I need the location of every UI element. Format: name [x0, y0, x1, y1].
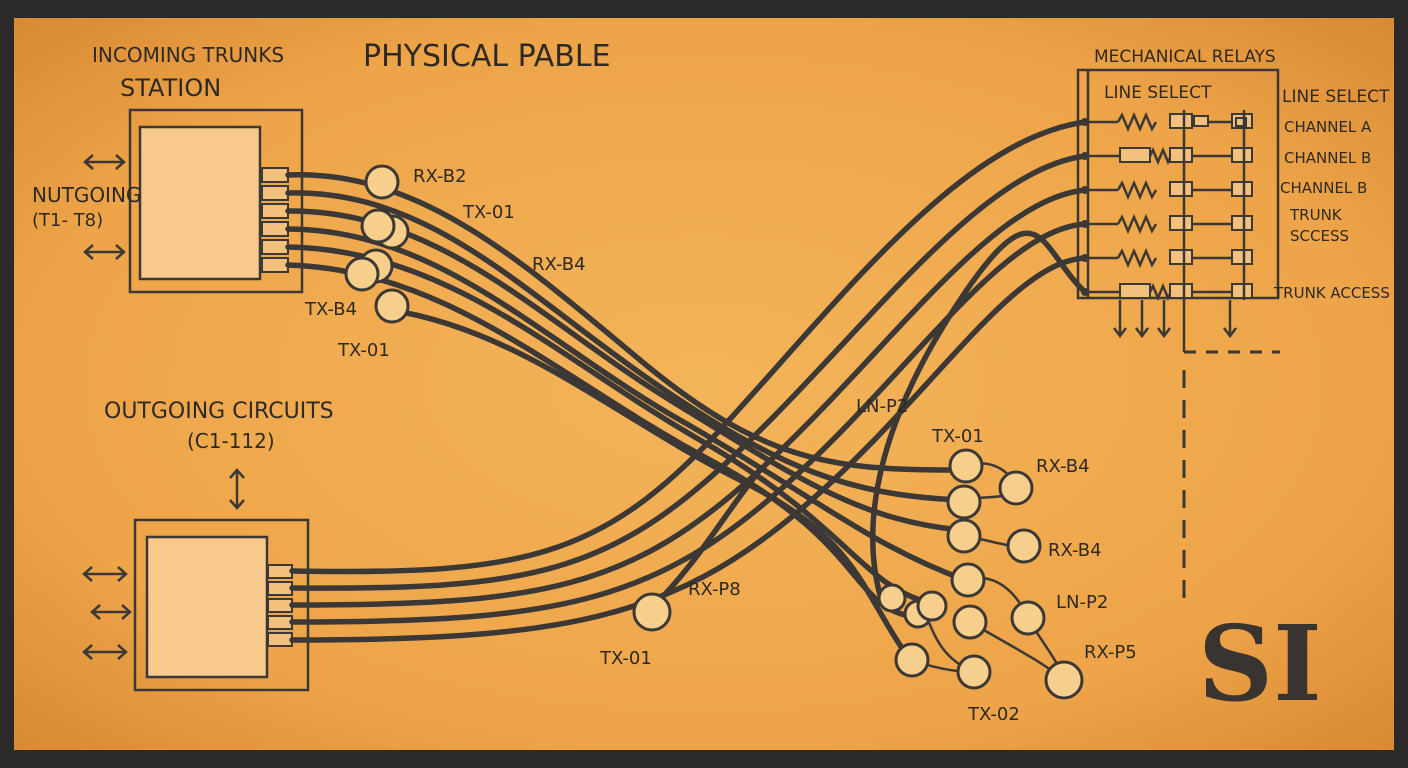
node	[946, 518, 982, 554]
node	[946, 484, 982, 520]
si-logo: SI	[1198, 602, 1322, 725]
wire-label: RX-P8	[688, 579, 741, 600]
node	[956, 654, 992, 690]
mechanical-relays: MECHANICAL RELAYS LINE SELECT	[1076, 47, 1390, 600]
cluster-label: RX-P5	[1084, 642, 1137, 663]
relay-label: LINE SELECT	[1282, 87, 1390, 107]
node	[894, 642, 930, 678]
node	[374, 288, 410, 324]
station-box	[138, 125, 262, 281]
node	[1006, 528, 1042, 564]
relay-row	[1081, 146, 1253, 166]
node-label: TX-01	[462, 202, 515, 223]
relay-row	[1081, 247, 1253, 269]
outgoing-label-line1: OUTGOING CIRCUITS	[104, 399, 334, 424]
double-arrow-icon	[90, 604, 132, 620]
outgoing-box	[145, 535, 269, 679]
station-label-line2: STATION	[120, 74, 221, 102]
cluster-label: RX-B4	[1036, 456, 1090, 477]
double-arrow-icon	[83, 244, 126, 260]
relay-row	[1081, 213, 1253, 235]
node	[344, 256, 380, 292]
node	[877, 583, 907, 613]
node-label: TX-B4	[304, 299, 357, 320]
double-arrow-icon	[82, 644, 128, 660]
node	[360, 208, 396, 244]
relay-label: TRUNK	[1289, 206, 1343, 224]
relay-label: SCCESS	[1290, 227, 1349, 245]
node	[364, 164, 400, 200]
outgoing-label-line2: (C1-112)	[187, 429, 275, 453]
cluster-label: TX-01	[931, 426, 984, 447]
relay-label: CHANNEL B	[1280, 179, 1367, 197]
relays-title: MECHANICAL RELAYS	[1094, 47, 1276, 67]
relays-inner-header: LINE SELECT	[1104, 83, 1212, 103]
outgoing-connectors	[267, 564, 293, 647]
station-cable-bundle	[285, 172, 968, 663]
down-arrow-icon	[1223, 300, 1237, 339]
double-arrow-icon	[83, 154, 126, 170]
node-cluster	[877, 448, 1084, 700]
relay-label: CHANNEL A	[1284, 118, 1372, 136]
relay-label: CHANNEL B	[1284, 149, 1371, 167]
down-arrow-icon	[1113, 300, 1127, 339]
node	[998, 470, 1034, 506]
station-label-line1: INCOMING TRUNKS	[92, 43, 284, 67]
relay-label: TRUNK ACCESS	[1273, 284, 1390, 302]
outgoing-cable-bundle	[289, 119, 1088, 643]
node-label: RX-B4	[532, 254, 586, 275]
node-label: RX-B2	[413, 166, 467, 187]
wire-label: TX-01	[599, 648, 652, 669]
station-side-line1: NUTGOING	[32, 183, 141, 207]
node	[950, 562, 986, 598]
relay-row	[1081, 282, 1253, 302]
double-arrow-icon	[82, 566, 128, 582]
diagram-title: PHYSICAL PABLE	[363, 39, 611, 74]
station-side-line2: (T1- T8)	[32, 210, 103, 231]
vertical-arrow-icon	[229, 468, 245, 510]
outgoing-circuits: OUTGOING CIRCUITS (C1-112)	[82, 399, 334, 692]
down-arrow-icon	[1135, 300, 1149, 339]
node	[1010, 600, 1046, 636]
node	[632, 592, 672, 632]
cluster-label: RX-B4	[1048, 540, 1102, 561]
relay-row	[1081, 179, 1253, 201]
node-label: TX-01	[337, 340, 390, 361]
node	[948, 448, 984, 484]
cluster-label: LN-P2	[1056, 592, 1108, 613]
node	[1044, 660, 1084, 700]
cluster-label: TX-02	[967, 704, 1020, 725]
node	[952, 604, 988, 640]
station-nodes	[344, 164, 410, 324]
wire-label: LN-P2	[856, 396, 908, 417]
relay-row	[1081, 111, 1253, 133]
down-arrow-icon	[1157, 300, 1171, 339]
node	[916, 590, 948, 622]
